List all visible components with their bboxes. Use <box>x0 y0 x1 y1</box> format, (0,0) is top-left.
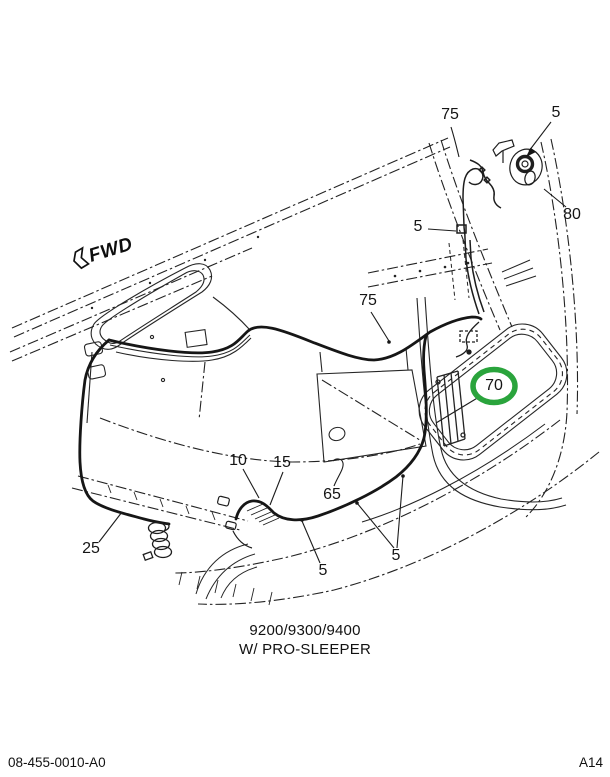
callout-65[interactable]: 65 <box>323 486 341 503</box>
fwd-arrow-icon <box>73 246 90 270</box>
fwd-label: FWD <box>86 234 135 267</box>
door-frame <box>416 296 568 511</box>
figure-caption: 9200/9300/9400 W/ PRO-SLEEPER <box>0 622 610 660</box>
callout-5-sill-left[interactable]: 5 <box>318 562 328 579</box>
arrowhead <box>526 147 537 157</box>
callout-15[interactable]: 15 <box>273 454 291 471</box>
step-well-curves <box>107 484 273 606</box>
harness-conduit-edge <box>109 334 251 358</box>
green-highlight-ellipse[interactable] <box>470 366 518 406</box>
callout-10[interactable]: 10 <box>229 452 247 469</box>
callout-5-clip[interactable]: 5 <box>413 218 423 235</box>
document-number: 08-455-0010-A0 <box>8 755 106 770</box>
caption-model-line: 9200/9300/9400 <box>249 622 361 639</box>
callout-80[interactable]: 80 <box>563 206 581 223</box>
callout-25[interactable]: 25 <box>82 540 100 557</box>
page-code: A14 <box>578 755 603 770</box>
antenna-cable <box>456 159 502 315</box>
rear-wall-studs <box>448 239 470 301</box>
callout-75-lower[interactable]: 75 <box>359 292 377 309</box>
fwd-orientation-marker: FWD <box>73 234 135 270</box>
caption-variant-line: W/ PRO-SLEEPER <box>239 640 371 658</box>
cab-structure-lines <box>9 137 600 605</box>
callout-75-upper[interactable]: 75 <box>441 106 459 123</box>
spring-coil <box>142 521 173 562</box>
horn-assembly <box>492 139 543 186</box>
callout-leader-lines <box>98 121 567 564</box>
door-slat-grille <box>435 370 466 447</box>
floor-clip-cluster <box>217 495 280 549</box>
cab-structure-details <box>90 235 470 310</box>
pillar-wire-fan <box>361 259 546 523</box>
harness-drop-connector <box>455 321 480 358</box>
leader-end-ticks <box>300 147 537 522</box>
main-wiring-harness <box>78 315 483 526</box>
callout-5-horn[interactable]: 5 <box>551 104 561 121</box>
callout-70-highlighted[interactable]: 70 <box>485 377 503 394</box>
callout-5-sill-right[interactable]: 5 <box>391 547 401 564</box>
